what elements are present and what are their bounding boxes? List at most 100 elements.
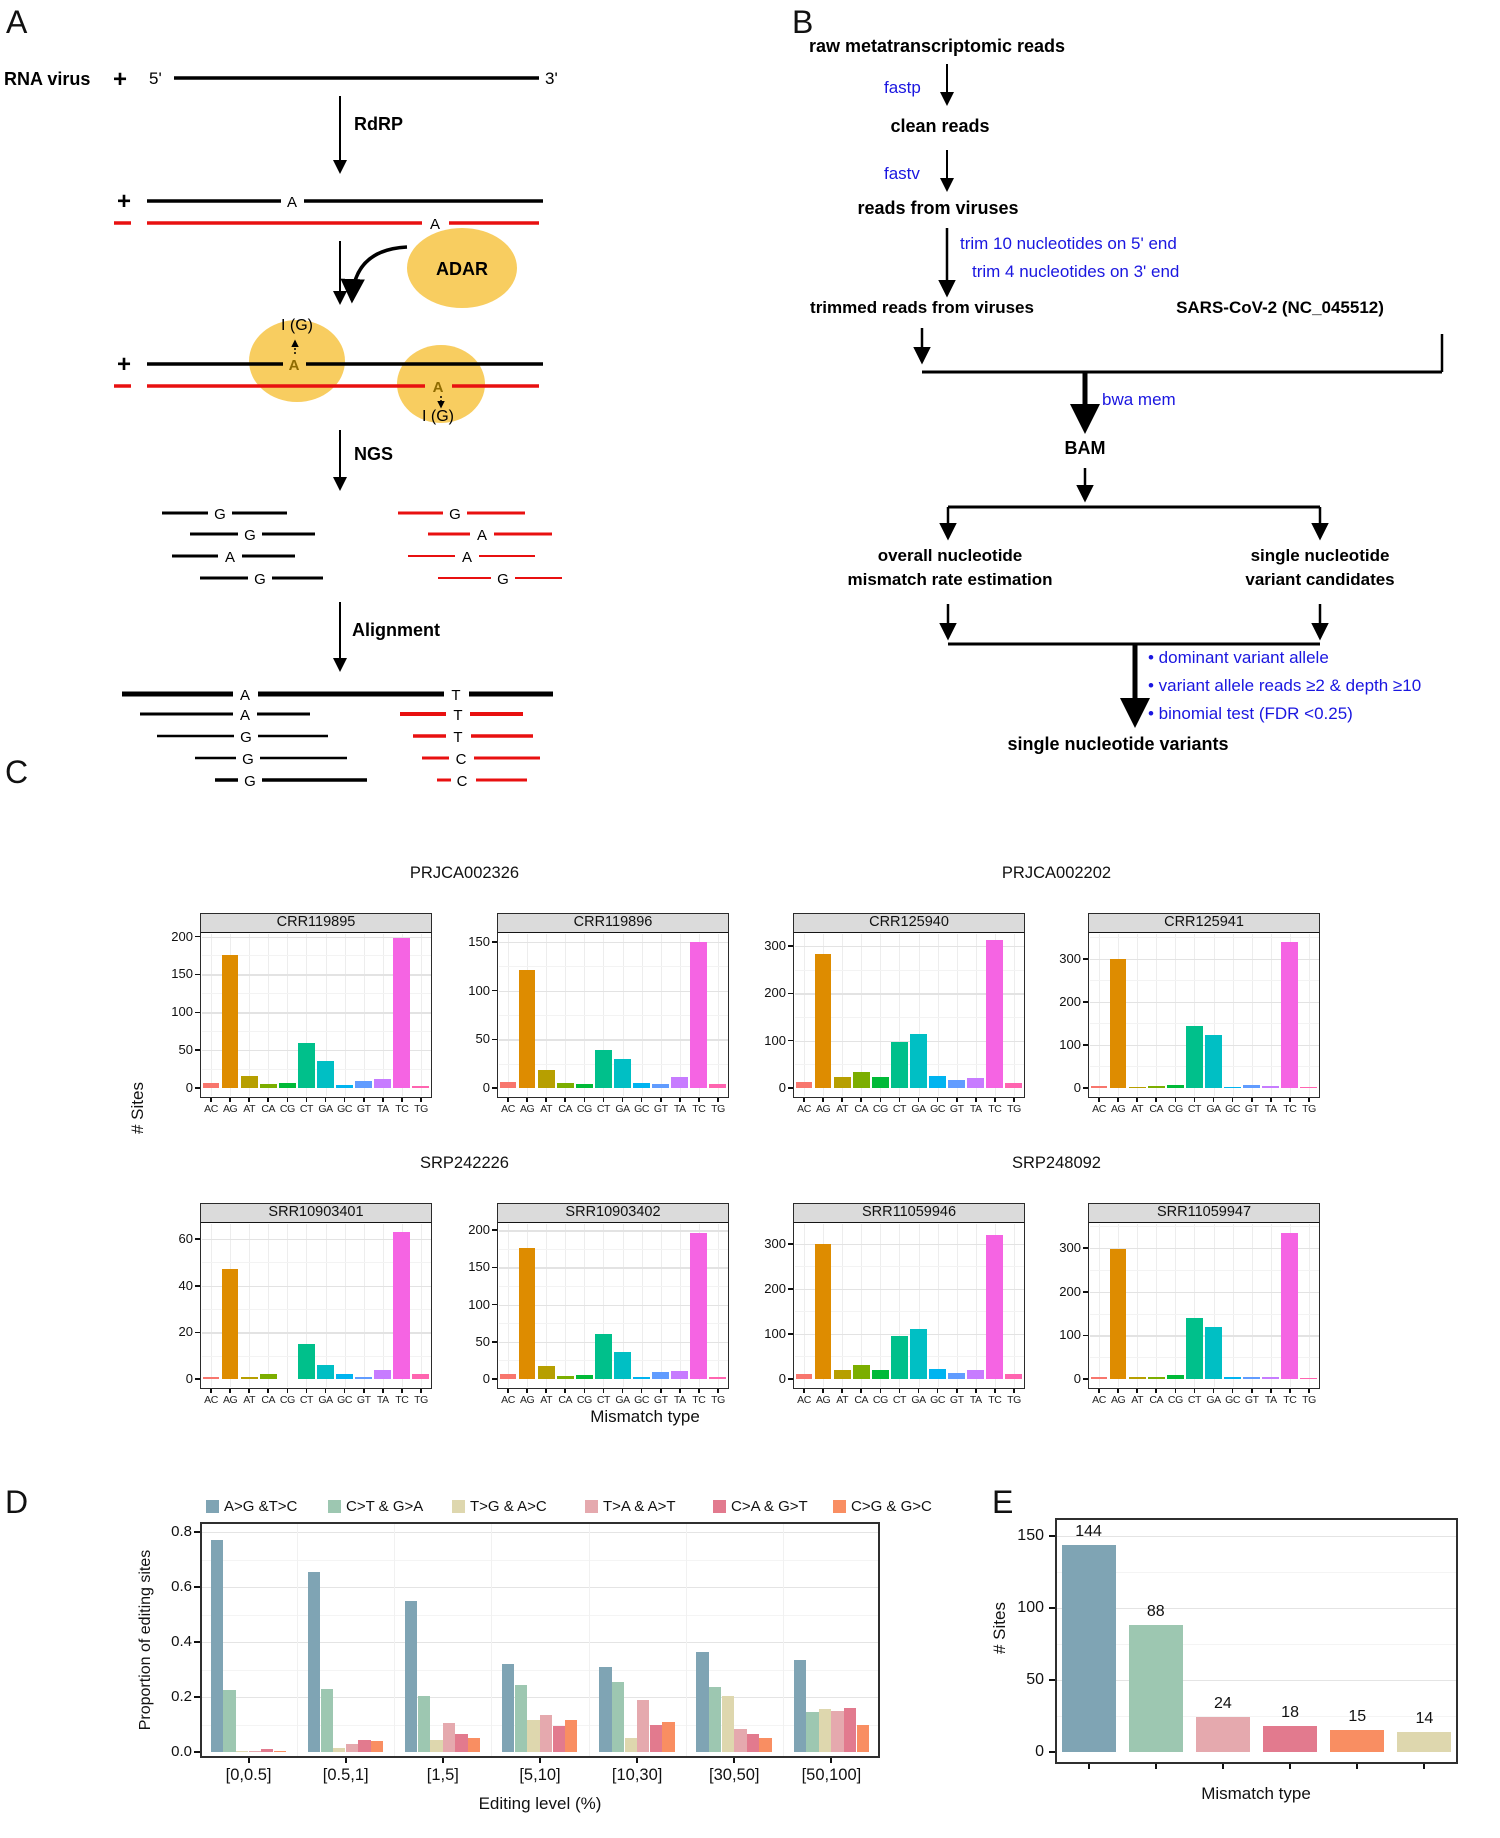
x-tick-label: CG [576,1103,592,1115]
x-tick-label: GC [1225,1394,1241,1406]
y-tick-mark [194,1641,200,1643]
x-tick-mark [1117,1098,1119,1102]
flow-tool-bwa-mem: bwa mem [1102,390,1176,409]
y-tick-label: 150 [1017,1527,1044,1544]
y-tick-label: 0 [1073,1371,1081,1386]
facet-group-title: SRP242226 [420,1154,509,1172]
bar-5-[10,30] [662,1721,675,1752]
y-tick-label: 100 [171,1004,193,1020]
bar-GA [614,1352,631,1379]
axis-title-x: Editing level (%) [478,1794,602,1813]
edited-base-a: A [289,357,300,374]
y-tick-mark [788,1288,793,1290]
x-tick-label: GT [356,1394,371,1406]
bar-label: 15 [1348,1708,1367,1726]
bar-AG [814,954,832,1088]
flow-node-virus-reads: reads from viruses [857,198,1019,218]
x-tick-label: GC [1225,1103,1241,1115]
y-tick-mark [1083,1001,1088,1003]
bar-CA [852,1072,870,1088]
bar-CT [890,1042,908,1088]
y-tick-label: 100 [468,982,490,998]
bar-3-[0,0.5] [248,1750,261,1752]
x-tick-mark [564,1098,567,1102]
bar-AT [537,1070,555,1088]
bar-TA [967,1370,985,1379]
y-tick-label: 0.4 [171,1633,192,1650]
x-tick-mark [1174,1389,1177,1393]
y-tick-label: 50 [1026,1671,1044,1688]
x-tick-mark [1193,1098,1196,1102]
gridline-h [498,1230,728,1232]
legend-label: C>A & G>T [731,1498,808,1515]
gridline-h [202,1697,878,1699]
x-tick-mark [583,1098,586,1102]
gridline-h [1089,1226,1319,1228]
x-tick-label: GC [930,1103,946,1115]
panel-b-label: B [792,4,815,40]
x-tick-label: [1,5] [426,1766,459,1784]
bar-GC [336,1084,353,1088]
editing-bubble [249,320,345,402]
panel-b-arrows [913,64,1444,728]
y-tick-label: 200 [1059,1283,1081,1299]
y-tick-label: 200 [468,1222,490,1238]
x-tick-label: GA [615,1394,630,1406]
gridline-v [287,1224,289,1387]
x-tick-label: [5,10] [519,1766,561,1784]
bar-TC [1281,942,1299,1088]
x-tick-mark [936,1389,939,1393]
y-tick-mark [1083,1087,1088,1089]
y-tick-mark [1083,1044,1088,1046]
x-tick-label: GA [911,1394,926,1406]
gridline-v [899,1224,901,1387]
x-tick-label: AT [243,1394,256,1406]
y-tick-label: 0.6 [171,1578,192,1595]
x-tick-mark [286,1389,289,1393]
bar-TG [709,1084,727,1088]
gridline-h [201,993,431,995]
x-tick-mark [1231,1389,1234,1393]
y-tick-label: 150 [171,966,193,982]
bar-GT [652,1084,670,1088]
y-tick-label: 0 [482,1371,490,1386]
gridline-v [1013,1224,1015,1387]
gridline-v [1251,934,1253,1096]
bar-2-[1,5] [430,1739,443,1752]
x-tick-label: GC [337,1394,353,1406]
x-tick-label: CA [261,1394,276,1406]
y-tick-label: 200 [764,1280,786,1296]
panel-e-box [1055,1518,1458,1764]
gridline-v [975,1224,977,1387]
facet-strip: CRR119895 [200,913,432,934]
gridline-h [498,1323,728,1325]
x-tick-label: CA [1149,1103,1164,1115]
svg-text:G: G [244,527,256,544]
five-prime-label: 5' [149,69,162,88]
gridline-v [420,1224,422,1387]
x-tick-mark [860,1098,863,1102]
facet-strip: CRR119896 [497,913,729,934]
y-tick-label: 100 [1059,1327,1081,1343]
bar-3-[30,50] [734,1728,747,1752]
y-tick-mark [492,1378,497,1380]
x-tick-mark [717,1098,719,1102]
gridline-v [1194,934,1196,1096]
x-tick-mark [1212,1098,1215,1102]
flow-node-overall-line2: mismatch rate estimation [847,570,1053,589]
flow-node-reference: SARS-CoV-2 (NC_045512) [1176,298,1384,317]
x-tick-mark [1136,1389,1138,1393]
alignment-label: Alignment [352,620,440,640]
x-tick-label: GA [615,1103,630,1115]
x-tick-label: AC [204,1394,218,1406]
x-tick-label: CT [1187,1394,1202,1406]
bar-AT [1128,1086,1146,1088]
x-tick-label: GA [318,1394,333,1406]
gridline-v [1194,1224,1196,1387]
x-tick-label: TG [1302,1394,1316,1406]
x-tick-mark [1174,1098,1177,1102]
y-tick-mark [788,945,793,947]
gridline-h [1089,1044,1319,1047]
facet-strip: SRR11059947 [1088,1203,1320,1224]
gridline-h [1089,1335,1319,1337]
